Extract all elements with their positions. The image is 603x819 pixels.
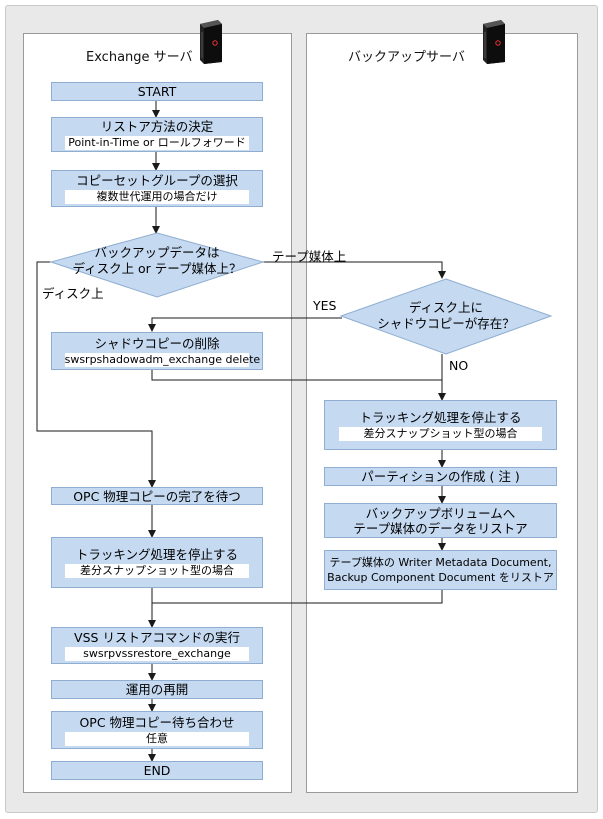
step-restore-tape-line2: テープ媒体のデータをリストア bbox=[353, 520, 528, 536]
step-end-label: END bbox=[143, 763, 171, 778]
server-tower-icon bbox=[483, 20, 505, 64]
step-opc-wait: OPC 物理コピー待ち合わせ 任意 bbox=[51, 711, 263, 749]
step-resume-label: 運用の再開 bbox=[125, 682, 189, 697]
step-delete-shadow-sub: swsrpshadowadm_exchange delete bbox=[64, 352, 261, 367]
step-restore-method-sub: Point-in-Time or ロールフォワード bbox=[64, 136, 250, 150]
step-restore-tape-line1: バックアップボリュームへ bbox=[365, 505, 516, 521]
step-vss-restore-label: VSS リストアコマンドの実行 bbox=[74, 630, 240, 645]
step-restore-metadata: テープ媒体の Writer Metadata Document, Backup … bbox=[324, 550, 557, 590]
step-partition: パーティションの作成 ( 注 ) bbox=[324, 467, 557, 486]
decision-shadow-copy-line2: シャドウコピーが存在？ bbox=[377, 316, 515, 331]
step-restore-metadata-line1: テープ媒体の Writer Metadata Document, bbox=[329, 556, 552, 569]
label-yes: YES bbox=[313, 298, 337, 313]
decision-shadow-copy-text: ディスク上に シャドウコピーが存在？ bbox=[341, 300, 551, 332]
step-stop-tracking-left: トラッキング処理を停止する 差分スナップショット型の場合 bbox=[51, 537, 263, 588]
decision-disk-or-tape bbox=[49, 232, 265, 298]
step-vss-restore: VSS リストアコマンドの実行 swsrpvssrestore_exchange bbox=[51, 627, 263, 664]
step-wait-opc-label: OPC 物理コピーの完了を待つ bbox=[73, 488, 241, 504]
step-partition-label: パーティションの作成 ( 注 ) bbox=[361, 469, 520, 484]
backup-server-title: バックアップサーバ bbox=[348, 50, 465, 65]
step-start: START bbox=[51, 82, 263, 101]
step-resume: 運用の再開 bbox=[51, 680, 263, 699]
step-restore-metadata-line2: Backup Component Document をリストア bbox=[327, 571, 554, 584]
step-wait-opc: OPC 物理コピーの完了を待つ bbox=[51, 487, 263, 505]
decision-disk-or-tape-text: バックアップデータは ディスク上 or テープ媒体上？ bbox=[51, 245, 263, 277]
decision-disk-or-tape-line2: ディスク上 or テープ媒体上？ bbox=[72, 261, 242, 276]
label-disk: ディスク上 bbox=[42, 286, 104, 301]
step-stop-tracking-left-sub: 差分スナップショット型の場合 bbox=[64, 564, 250, 578]
step-opc-wait-label: OPC 物理コピー待ち合わせ bbox=[79, 714, 235, 730]
step-end: END bbox=[51, 761, 263, 780]
step-stop-tracking-right-label: トラッキング処理を停止する bbox=[359, 409, 522, 425]
label-tape: テープ媒体上 bbox=[272, 249, 347, 264]
step-copyset: コピーセットグループの選択 複数世代運用の場合だけ bbox=[51, 170, 263, 207]
step-delete-shadow-label: シャドウコピーの削除 bbox=[94, 335, 220, 351]
step-start-label: START bbox=[137, 84, 177, 99]
step-copyset-sub: 複数世代運用の場合だけ bbox=[64, 190, 250, 204]
decision-shadow-copy-line1: ディスク上に bbox=[408, 300, 484, 315]
step-stop-tracking-left-label: トラッキング処理を停止する bbox=[75, 547, 239, 562]
server-tower-icon bbox=[200, 20, 222, 64]
step-restore-tape: バックアップボリュームへ テープ媒体のデータをリストア bbox=[324, 503, 557, 538]
step-delete-shadow: シャドウコピーの削除 swsrpshadowadm_exchange delet… bbox=[51, 332, 263, 370]
step-opc-wait-sub: 任意 bbox=[64, 731, 250, 746]
decision-shadow-copy-exists bbox=[339, 278, 553, 355]
step-restore-method-label: リストア方法の決定 bbox=[100, 119, 214, 134]
exchange-server-lane bbox=[23, 33, 292, 793]
exchange-server-title: Exchange サーバ bbox=[86, 50, 193, 65]
step-restore-method: リストア方法の決定 Point-in-Time or ロールフォワード bbox=[51, 117, 263, 152]
step-stop-tracking-right-sub: 差分スナップショット型の場合 bbox=[338, 426, 543, 441]
step-stop-tracking-right: トラッキング処理を停止する 差分スナップショット型の場合 bbox=[324, 400, 557, 450]
decision-disk-or-tape-line1: バックアップデータは bbox=[94, 245, 220, 260]
label-no: NO bbox=[449, 358, 469, 373]
step-vss-restore-sub: swsrpvssrestore_exchange bbox=[64, 647, 250, 661]
step-copyset-label: コピーセットグループの選択 bbox=[76, 173, 238, 188]
